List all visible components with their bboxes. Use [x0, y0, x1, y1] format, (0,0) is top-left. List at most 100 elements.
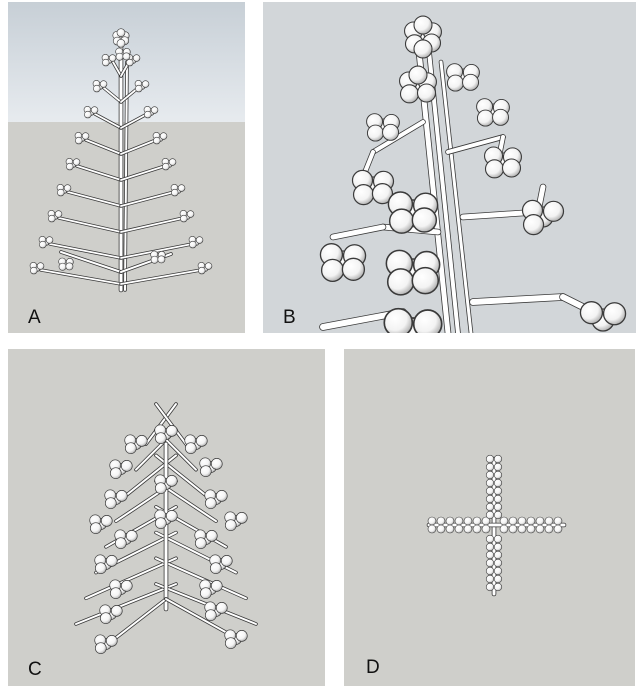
flower-bud	[390, 209, 414, 233]
flower-bud	[383, 124, 399, 140]
flower-bud	[91, 107, 98, 114]
flower-bud	[116, 53, 123, 60]
flower-bud	[545, 517, 553, 525]
flower-bud	[486, 567, 494, 575]
flower-bud	[486, 583, 494, 591]
flower-bud	[100, 81, 107, 88]
flower-bud	[322, 259, 344, 281]
flower-bud	[494, 583, 502, 591]
flower-bud	[342, 258, 364, 280]
flower-bud	[524, 215, 544, 235]
flower-bud	[500, 525, 508, 533]
flower-bud	[166, 475, 177, 486]
flower-bud	[428, 517, 436, 525]
flower-bud	[187, 211, 194, 218]
plant-top-view-render	[344, 349, 635, 686]
flower-bud	[486, 575, 494, 583]
flower-bud	[126, 530, 137, 541]
flower-bud	[117, 29, 125, 37]
flower-bud	[142, 81, 149, 88]
flower-bud	[494, 535, 502, 543]
flower-bud	[412, 208, 436, 232]
flower-bud	[117, 39, 125, 47]
flower-bud	[46, 237, 53, 244]
flower-bud	[388, 269, 414, 295]
flower-bud	[486, 535, 494, 543]
flower-bud	[180, 215, 187, 222]
flower-bud	[494, 575, 502, 583]
panel-c: C	[8, 349, 325, 686]
flower-bud	[121, 460, 132, 471]
flower-bud	[494, 559, 502, 567]
flower-bud	[486, 543, 494, 551]
flower-bud	[494, 455, 502, 463]
flower-bud	[109, 55, 116, 62]
panel-b: B	[263, 2, 636, 333]
flower-bud	[200, 466, 211, 477]
flower-bud	[354, 185, 374, 205]
flower-bud	[125, 443, 136, 454]
flower-bud	[604, 303, 626, 325]
flower-bud	[494, 551, 502, 559]
flower-bud	[447, 75, 463, 91]
flower-bud	[106, 635, 117, 646]
flower-bud	[55, 211, 62, 218]
flower-bud	[455, 517, 463, 525]
flower-bud	[554, 525, 562, 533]
panel-label-d: D	[366, 658, 380, 677]
flower-bud	[48, 215, 55, 222]
flower-bud	[384, 309, 412, 333]
flower-bud	[527, 517, 535, 525]
flower-bud	[509, 517, 517, 525]
flower-bud	[155, 433, 166, 444]
flower-bud	[185, 443, 196, 454]
flower-bud	[93, 85, 100, 92]
flower-bud	[485, 160, 503, 178]
flower-bud	[486, 511, 494, 519]
flower-bud	[463, 74, 479, 90]
flower-bud	[57, 189, 64, 196]
flower-bud	[115, 538, 126, 549]
flower-bud	[171, 189, 178, 196]
flower-bud	[500, 517, 508, 525]
flower-bud	[100, 613, 111, 624]
flower-bud	[486, 559, 494, 567]
flower-bud	[73, 159, 80, 166]
flower-bud	[136, 435, 147, 446]
flower-bud	[437, 517, 445, 525]
flower-bud	[205, 263, 212, 270]
plant-perspective-render	[8, 349, 325, 686]
flower-bud	[110, 588, 121, 599]
flower-bud	[414, 310, 442, 333]
flower-bud	[414, 40, 432, 58]
flower-bud	[135, 85, 142, 92]
flower-bud	[84, 111, 91, 118]
background	[263, 2, 636, 333]
flower-bud	[123, 53, 130, 60]
flower-bud	[509, 525, 517, 533]
flower-bud	[59, 263, 66, 270]
flower-bud	[105, 498, 116, 509]
flower-bud	[527, 525, 535, 533]
flower-bud	[446, 517, 454, 525]
flower-bud	[494, 511, 502, 519]
flower-bud	[400, 85, 418, 103]
flower-bud	[106, 555, 117, 566]
flower-bud	[144, 111, 151, 118]
flower-bud	[211, 458, 222, 469]
flower-bud	[473, 517, 481, 525]
flower-bud	[455, 525, 463, 533]
flower-bud	[486, 463, 494, 471]
flower-bud	[153, 137, 160, 144]
flower-bud	[486, 471, 494, 479]
flower-bud	[116, 490, 127, 501]
flower-bud	[545, 525, 553, 533]
flower-bud	[412, 268, 438, 294]
flower-bud	[205, 610, 216, 621]
flower-bud	[64, 185, 71, 192]
plant-side-view-render	[8, 2, 245, 333]
flower-bud	[210, 563, 221, 574]
flower-bud	[151, 107, 158, 114]
panel-label-b: B	[283, 308, 296, 327]
flower-bud	[536, 517, 544, 525]
